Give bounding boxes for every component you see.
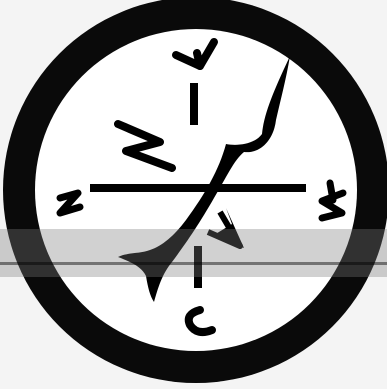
- scan-line: [0, 262, 387, 265]
- scan-band: [0, 229, 387, 277]
- compass-crossbar: [90, 184, 306, 192]
- north-tick: [190, 83, 198, 125]
